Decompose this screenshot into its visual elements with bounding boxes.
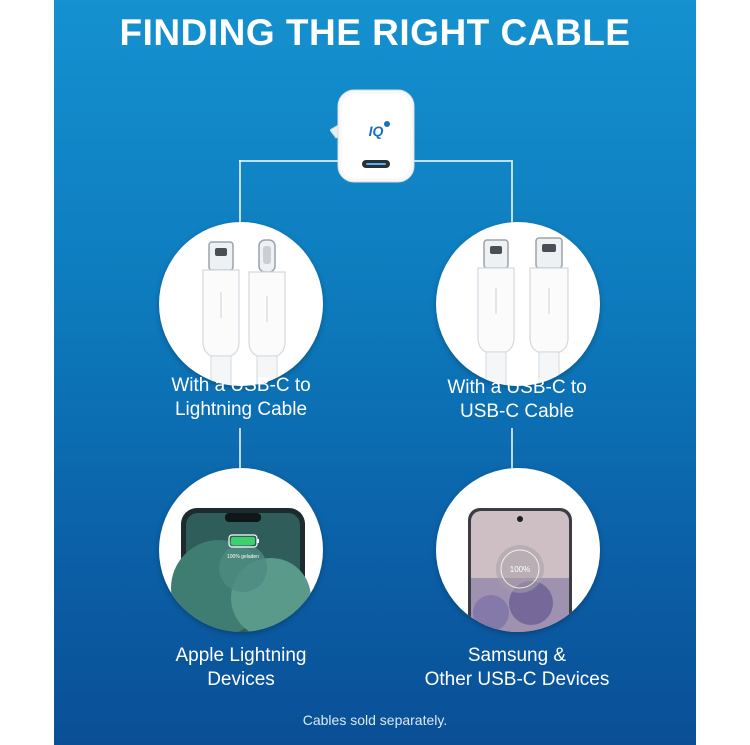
caption-apple-devices: Apple Lightning Devices [111, 644, 371, 692]
usbc-usbc-cable-image [436, 222, 600, 386]
iq-badge: IQ [369, 123, 384, 139]
connector-left-top [239, 160, 241, 222]
caption-line: Apple Lightning [175, 645, 307, 666]
samsung-screen-text: 100% [510, 565, 530, 574]
samsung-phone-image: 100% [436, 468, 600, 632]
connector-right-mid [511, 428, 513, 468]
iphone-screen-text: 100% geladen [227, 554, 259, 560]
charger-image: IQ [329, 86, 420, 186]
infographic-panel: FINDING THE RIGHT CABLE IQ [54, 0, 696, 745]
iphone-image: 100% geladen [159, 468, 323, 632]
caption-line: With a USB-C to [171, 375, 311, 396]
caption-samsung-devices: Samsung & Other USB-C Devices [387, 644, 647, 692]
usbc-lightning-cable-image [159, 222, 323, 386]
caption-usbc-cable: With a USB-C to USB-C Cable [387, 376, 647, 424]
caption-line: With a USB-C to [447, 377, 587, 398]
caption-line: Other USB-C Devices [424, 669, 610, 690]
page-title: FINDING THE RIGHT CABLE [119, 12, 631, 53]
connector-left-mid [239, 428, 241, 468]
caption-line: Lightning Cable [174, 399, 308, 420]
connector-right-top [511, 160, 513, 222]
footnote: Cables sold separately. [302, 712, 448, 728]
caption-line: Devices [207, 669, 275, 690]
caption-line: USB-C Cable [459, 401, 575, 422]
caption-line: Samsung & [467, 645, 567, 666]
caption-lightning-cable: With a USB-C to Lightning Cable [111, 374, 371, 422]
